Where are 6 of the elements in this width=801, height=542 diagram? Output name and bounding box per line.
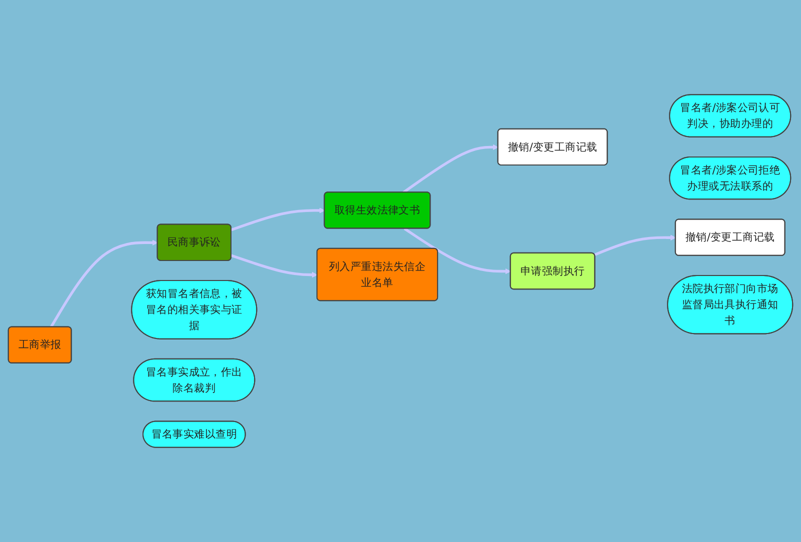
arrow xyxy=(230,208,325,232)
arrow xyxy=(230,254,318,278)
arrow xyxy=(50,240,158,328)
arrow xyxy=(402,144,498,194)
arrow xyxy=(594,234,676,256)
arrow xyxy=(404,228,511,274)
